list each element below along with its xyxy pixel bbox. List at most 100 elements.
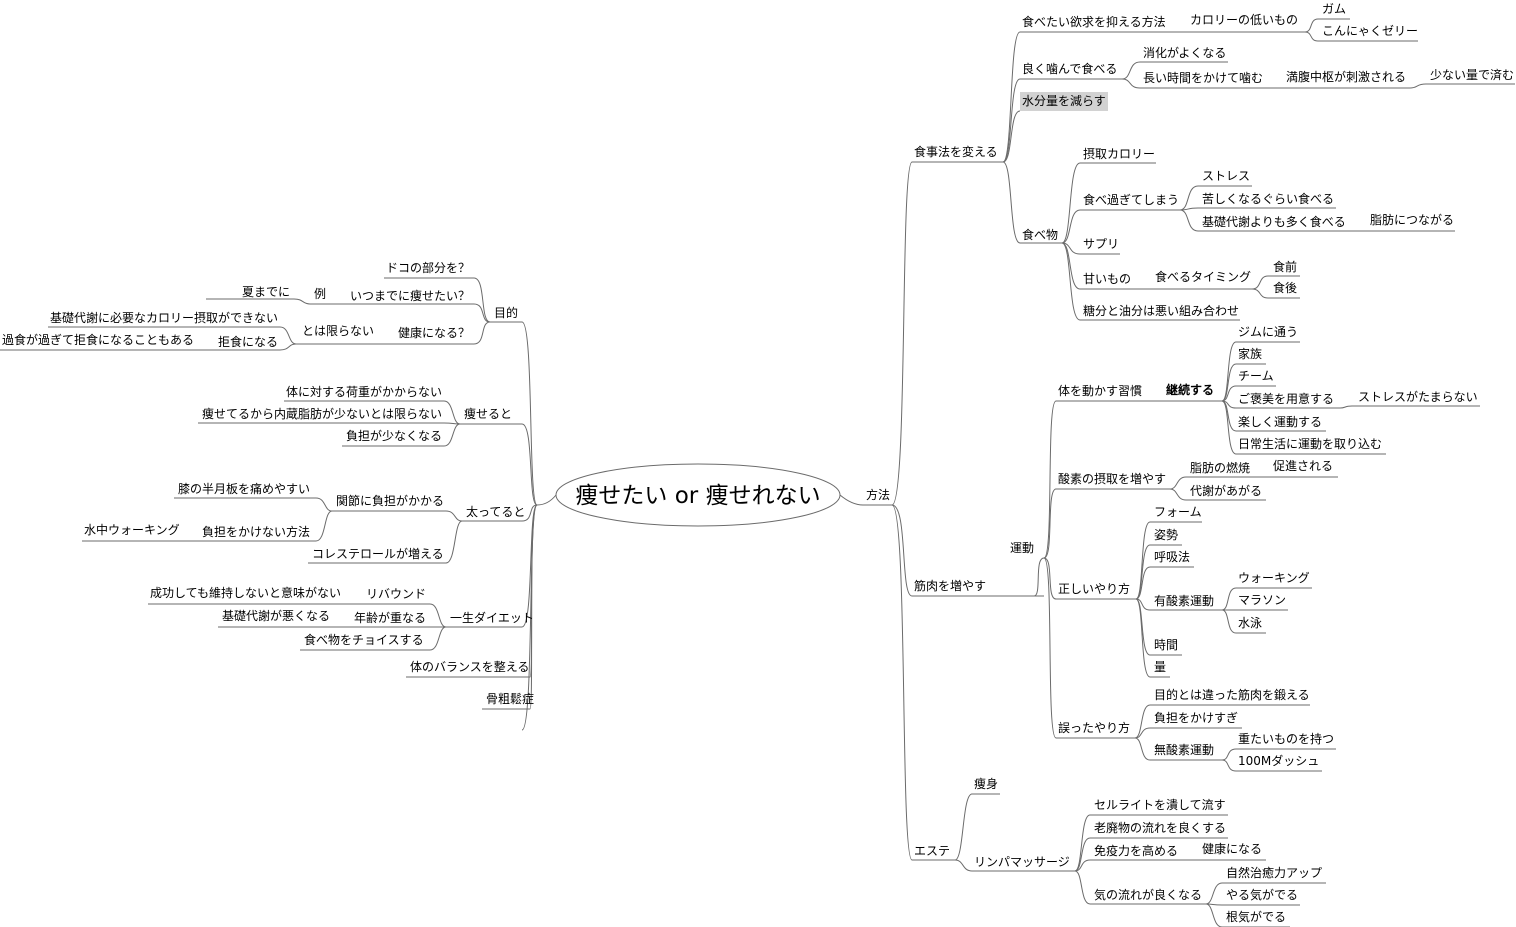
node-tadashii[interactable]: 正しいやり方	[1058, 581, 1130, 596]
node-keizoku[interactable]: 継続する	[1166, 382, 1214, 397]
node-doko[interactable]: ドコの部分を？	[386, 260, 470, 275]
node-omotai[interactable]: 重たいものを持つ	[1238, 731, 1334, 746]
node-amaimono[interactable]: 甘いもの	[1083, 272, 1131, 286]
node-stress[interactable]: ストレス	[1202, 169, 1250, 183]
node-jikan[interactable]: 時間	[1154, 638, 1178, 652]
node-lymph[interactable]: リンパマッサージ	[974, 855, 1070, 869]
node-calorie-low[interactable]: カロリーの低いもの	[1190, 13, 1298, 27]
node-nenshou[interactable]: 脂肪の燃焼	[1190, 460, 1250, 475]
node-itsumade[interactable]: いつまでに痩せたい？	[350, 288, 470, 303]
node-kurushiku[interactable]: 苦しくなるぐらい食べる	[1202, 191, 1334, 206]
node-yokkyuu[interactable]: 食べたい欲求を抑える方法	[1022, 14, 1166, 29]
node-ki[interactable]: 気の流れが良くなる	[1094, 887, 1202, 902]
node-suiei[interactable]: 水泳	[1238, 616, 1262, 630]
node-isshou[interactable]: 一生ダイエット	[450, 610, 534, 625]
node-team[interactable]: チーム	[1238, 369, 1274, 383]
node-shibou-tsunagaru[interactable]: 脂肪につながる	[1370, 212, 1454, 227]
node-naizou[interactable]: 痩せてるから内蔵脂肪が少ないとは限らない	[202, 406, 442, 421]
node-kagiranai[interactable]: とは限らない	[302, 324, 374, 338]
node-cholesterol[interactable]: コレステロールが増える	[312, 546, 444, 561]
node-shisei[interactable]: 姿勢	[1154, 527, 1178, 542]
node-kazoku[interactable]: 家族	[1238, 346, 1262, 361]
node-rebound[interactable]: リバウンド	[366, 587, 426, 601]
node-kashoku[interactable]: 過食が過ぎて拒食になることもある	[2, 332, 194, 347]
highlight-box	[1020, 92, 1108, 111]
node-musanso[interactable]: 無酸素運動	[1154, 742, 1214, 757]
node-futan-nai[interactable]: 負担をかけない方法	[202, 524, 310, 539]
node-mokuteki[interactable]: 目的	[494, 305, 518, 320]
node-mokuteki-chigau[interactable]: 目的とは違った筋肉を鍛える	[1154, 687, 1310, 702]
central-topic-ellipse	[555, 463, 841, 527]
node-sukunai[interactable]: 少ない量で済む	[1430, 67, 1514, 82]
node-manpuku[interactable]: 満腹中枢が刺激される	[1286, 69, 1406, 84]
node-houhou[interactable]: 方法	[866, 487, 890, 502]
node-kiso-waruku[interactable]: 基礎代謝が悪くなる	[222, 608, 330, 623]
node-sanso[interactable]: 酸素の摂取を増やす	[1058, 471, 1166, 486]
node-konnyaku[interactable]: こんにゃくゼリー	[1322, 24, 1418, 38]
node-shizen[interactable]: 自然治癒力アップ	[1226, 865, 1322, 880]
node-yaruki[interactable]: やる気がでる	[1226, 887, 1298, 902]
node-nichijou[interactable]: 日常生活に運動を取り込む	[1238, 437, 1382, 451]
node-shuukan[interactable]: 体を動かす習慣	[1058, 383, 1142, 398]
node-walking[interactable]: ウォーキング	[1238, 571, 1310, 585]
node-undou[interactable]: 運動	[1010, 541, 1034, 555]
node-gum[interactable]: ガム	[1322, 2, 1346, 16]
node-futan-sugi[interactable]: 負担をかけすぎ	[1154, 711, 1238, 725]
node-nagai[interactable]: 長い時間をかけて噛む	[1143, 71, 1263, 85]
node-rouhaibutsu[interactable]: 老廃物の流れを良くする	[1094, 820, 1226, 835]
node-shokujihou[interactable]: 食事法を変える	[914, 144, 998, 159]
node-kiso-ooku[interactable]: 基礎代謝よりも多く食べる	[1202, 214, 1346, 229]
node-suibun[interactable]: 水分量を減らす	[1022, 93, 1106, 108]
node-kinniku[interactable]: 筋肉を増やす	[914, 578, 986, 593]
node-tanoshiku[interactable]: 楽しく運動する	[1238, 415, 1322, 429]
node-form[interactable]: フォーム	[1154, 505, 1202, 519]
node-shokuzen[interactable]: 食前	[1273, 259, 1297, 274]
node-soushin[interactable]: 痩身	[974, 776, 998, 791]
node-tabesugi[interactable]: 食べ過ぎてしまう	[1083, 192, 1179, 207]
node-ayamatta[interactable]: 誤ったやり方	[1058, 720, 1130, 735]
node-kyoshoku[interactable]: 拒食になる	[218, 334, 278, 349]
node-cellulite[interactable]: セルライトを潰して流す	[1094, 798, 1226, 812]
node-taisha[interactable]: 代謝があがる	[1190, 483, 1262, 498]
node-kenkou-q[interactable]: 健康になる？	[398, 325, 470, 340]
node-kotsusoshou[interactable]: 骨粗鬆症	[486, 691, 534, 706]
node-marathon[interactable]: マラソン	[1238, 593, 1286, 607]
node-futan-sukunaku[interactable]: 負担が少なくなる	[346, 428, 442, 443]
node-natsu[interactable]: 夏までに	[242, 285, 290, 299]
node-kenkou-ni-naru[interactable]: 健康になる	[1202, 841, 1262, 856]
node-dash[interactable]: 100Mダッシュ	[1238, 753, 1319, 768]
node-menekiryoku[interactable]: 免疫力を高める	[1094, 843, 1178, 858]
node-kajuu[interactable]: 体に対する荷重がかからない	[286, 384, 442, 399]
node-futteruto[interactable]: 太ってると	[466, 504, 525, 519]
node-yaseruto[interactable]: 痩せると	[464, 406, 512, 421]
node-rei[interactable]: 例	[314, 287, 326, 301]
node-gohoubi[interactable]: ご褒美を用意する	[1238, 391, 1334, 406]
node-sesshu[interactable]: 摂取カロリー	[1083, 146, 1155, 161]
central-topic[interactable]: 痩せたい or 痩せれない	[575, 483, 820, 509]
node-ryou[interactable]: 量	[1154, 660, 1166, 674]
node-seikou[interactable]: 成功しても維持しないと意味がない	[150, 585, 341, 600]
node-hiza[interactable]: 膝の半月板を痛めやすい	[178, 481, 310, 496]
node-suichuu[interactable]: 水中ウォーキング	[84, 522, 180, 537]
node-kansetsu[interactable]: 関節に負担がかかる	[336, 493, 444, 508]
node-shouka[interactable]: 消化がよくなる	[1143, 45, 1226, 60]
node-kiso-hitsuyou[interactable]: 基礎代謝に必要なカロリー摂取ができない	[50, 310, 278, 325]
node-nenrei[interactable]: 年齢が重なる	[354, 610, 426, 625]
node-kokyuu[interactable]: 呼吸法	[1154, 550, 1190, 564]
node-sapuri[interactable]: サプリ	[1083, 237, 1119, 251]
node-choice[interactable]: 食べ物をチョイスする	[304, 632, 424, 647]
node-tabemono[interactable]: 食べ物	[1022, 227, 1058, 242]
node-timing[interactable]: 食べるタイミング	[1155, 269, 1251, 284]
node-yuusanso[interactable]: 有酸素運動	[1154, 593, 1214, 608]
node-sokushin[interactable]: 促進される	[1273, 459, 1333, 473]
node-esute[interactable]: エステ	[914, 844, 950, 858]
node-shokugo[interactable]: 食後	[1273, 280, 1297, 295]
node-stress-tamaranai[interactable]: ストレスがたまらない	[1358, 389, 1478, 404]
node-gym[interactable]: ジムに通う	[1238, 325, 1298, 339]
node-konki[interactable]: 根気がでる	[1226, 909, 1286, 924]
node-toubun[interactable]: 糖分と油分は悪い組み合わせ	[1083, 303, 1239, 318]
node-kamu[interactable]: 良く噛んで食べる	[1022, 61, 1117, 76]
node-balance[interactable]: 体のバランスを整える	[410, 659, 529, 674]
